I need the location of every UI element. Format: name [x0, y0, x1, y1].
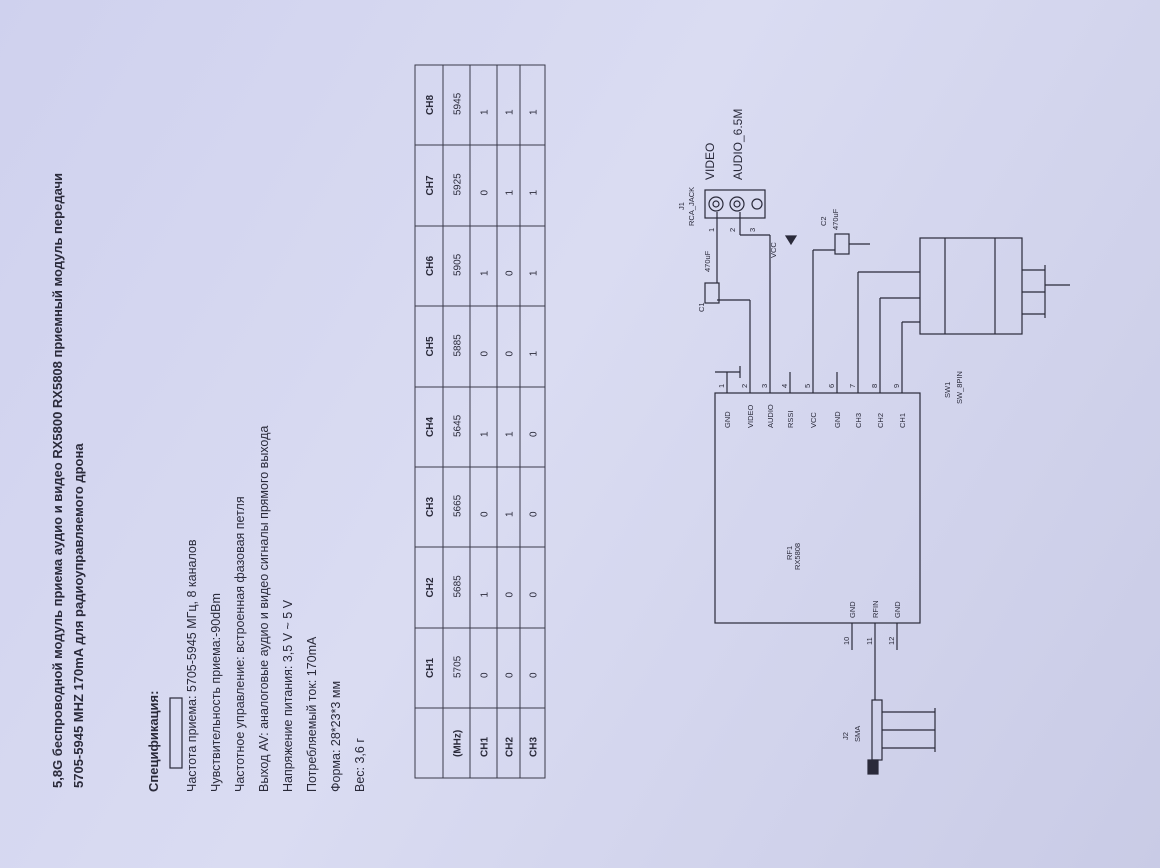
table-cell: 0 — [529, 431, 540, 437]
pin-number: 2 — [740, 384, 749, 388]
table-header-cell: CH6 — [425, 256, 436, 276]
table-cell: 0 — [505, 672, 516, 678]
table-cell: 1 — [480, 270, 491, 276]
table-cell: 1 — [505, 190, 516, 196]
table-cell: 0 — [505, 270, 516, 276]
audio-label: AUDIO_6.5M — [731, 109, 745, 180]
c1-ref: C1 — [697, 302, 706, 312]
table-cell: 5665 — [453, 494, 464, 517]
jack-name: RCA_JACK — [687, 187, 696, 226]
table-cell: 1 — [480, 431, 491, 437]
pin-name: VIDEO — [746, 404, 755, 428]
vcc-label: VCC — [769, 242, 778, 258]
table-cell: 5925 — [453, 173, 464, 196]
table-cell: CH1 — [480, 737, 491, 757]
table-cell: 5645 — [453, 414, 464, 437]
sma-ref: J2 — [841, 732, 850, 740]
jack-pin: 1 — [707, 228, 716, 232]
table-cell: 0 — [480, 190, 491, 196]
table-cell: 5705 — [453, 655, 464, 678]
table-header-cell: CH8 — [425, 95, 436, 115]
sw-name: SW_8PIN — [955, 371, 964, 404]
table-cell: CH3 — [529, 737, 540, 757]
table-cell: 0 — [480, 511, 491, 517]
rca-jack — [704, 189, 766, 219]
table-cell: 1 — [529, 109, 540, 115]
table-cell: 1 — [480, 109, 491, 115]
pin-name: GND — [893, 601, 902, 618]
jack-pin: 2 — [728, 228, 737, 232]
table-cell: CH2 — [505, 737, 516, 757]
pin-number: 1 — [717, 384, 726, 388]
pin-name: GND — [723, 411, 732, 428]
table-cell: 1 — [529, 190, 540, 196]
table-cell: 1 — [529, 351, 540, 357]
table-cell: 0 — [480, 672, 491, 678]
pin-name: RFIN — [871, 601, 880, 619]
pin-name: CH1 — [898, 413, 907, 428]
pin-name: GND — [833, 411, 842, 428]
module-name: RX5808 — [793, 543, 802, 570]
pin-number: 8 — [870, 384, 879, 388]
pin-name: RSSI — [786, 410, 795, 428]
table-cell: 0 — [529, 672, 540, 678]
table-cell: 5905 — [453, 253, 464, 276]
module-body — [714, 392, 921, 624]
jack-ref: J1 — [677, 202, 686, 210]
pin-name: CH3 — [854, 413, 863, 428]
pin-number: 11 — [865, 637, 874, 645]
table-cell: 0 — [529, 511, 540, 517]
table-cell: 5885 — [453, 334, 464, 357]
dip-switch — [919, 237, 1023, 335]
sw-ref: SW1 — [943, 382, 952, 398]
table-header-cell: CH7 — [425, 175, 436, 195]
table-cell: 1 — [505, 109, 516, 115]
table-cell: 1 — [505, 511, 516, 517]
table-header-cell: CH5 — [425, 336, 436, 356]
table-cell: 1 — [480, 592, 491, 598]
pin-name: CH2 — [876, 413, 885, 428]
pin-name: GND — [848, 601, 857, 618]
pin-number: 10 — [842, 637, 851, 645]
video-label: VIDEO — [703, 143, 717, 180]
table-cell: 5685 — [453, 575, 464, 598]
pin-name: AUDIO — [766, 404, 775, 428]
table-cell: 5945 — [453, 92, 464, 115]
sma-name: SMA — [853, 726, 862, 742]
table-cell: 0 — [505, 351, 516, 357]
table-cell: 1 — [529, 270, 540, 276]
table-header-cell: CH2 — [425, 577, 436, 597]
table-cell: 1 — [505, 431, 516, 437]
table-header-cell: CH3 — [425, 497, 436, 517]
table-cell: (MHz) — [453, 730, 464, 757]
c1-value: 470uF — [703, 250, 712, 272]
jack-pin: 3 — [748, 228, 757, 232]
pin-number: 6 — [827, 384, 836, 388]
module-ref: RF1 — [785, 546, 794, 560]
pin-number: 7 — [848, 384, 857, 388]
pin-name: VCC — [809, 412, 818, 428]
pin-number: 3 — [760, 384, 769, 388]
c2-value: 470uF — [831, 208, 840, 230]
table-cell: 0 — [505, 592, 516, 598]
table-cell: 0 — [480, 351, 491, 357]
pin-number: 4 — [780, 384, 789, 388]
table-header-cell: CH1 — [425, 658, 436, 678]
table-cell: 0 — [529, 592, 540, 598]
pin-number: 5 — [803, 384, 812, 388]
pin-number: 9 — [892, 384, 901, 388]
sma-connector — [169, 697, 183, 769]
table-header-cell: CH4 — [425, 417, 436, 437]
c2-ref: C2 — [819, 216, 828, 226]
pin-number: 12 — [887, 637, 896, 645]
